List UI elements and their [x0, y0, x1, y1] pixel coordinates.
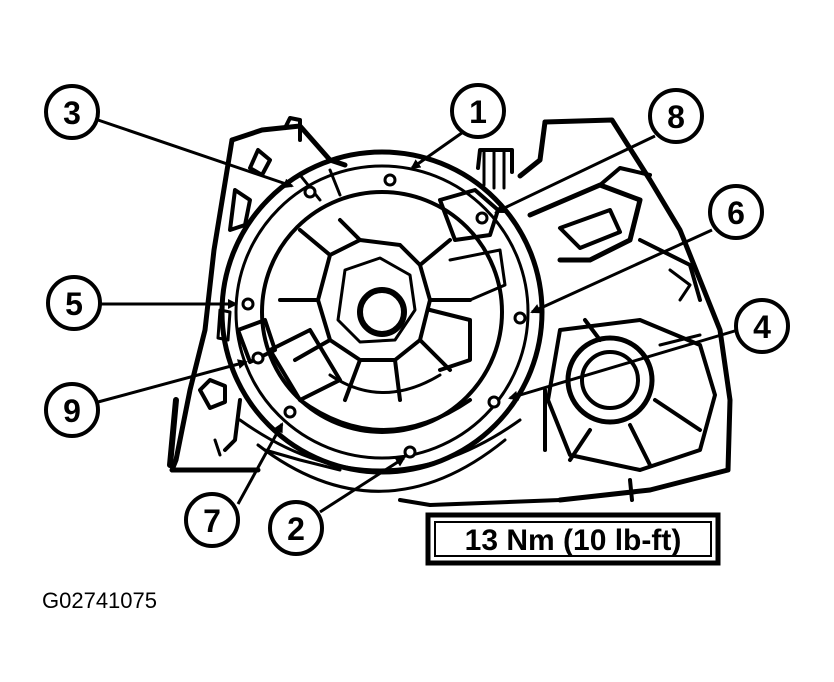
callout-3: 3 — [44, 84, 100, 140]
leader-6 — [530, 228, 713, 314]
callout-7-label: 7 — [203, 503, 221, 539]
callout-7: 7 — [184, 492, 240, 548]
torque-spec-box: 13 Nm (10 lb-ft) — [425, 512, 721, 566]
callout-4-label: 4 — [753, 309, 771, 345]
bolt-6 — [513, 311, 527, 325]
callout-9: 9 — [44, 382, 100, 438]
bolt-5 — [241, 297, 255, 311]
callout-4: 4 — [734, 298, 790, 354]
leader-3 — [97, 118, 294, 189]
leader-4 — [508, 328, 739, 401]
callout-9-label: 9 — [63, 393, 81, 429]
callout-6-label: 6 — [727, 195, 745, 231]
leader-lines — [97, 118, 739, 514]
leader-7 — [236, 422, 284, 505]
callout-2-label: 2 — [287, 511, 305, 547]
leader-9 — [97, 359, 248, 404]
callout-1-label: 1 — [469, 94, 487, 130]
bolt-1 — [383, 173, 397, 187]
leader-8 — [494, 134, 656, 214]
bolt-7 — [283, 405, 297, 419]
transaxle-case-illustration — [167, 116, 733, 507]
callout-6: 6 — [708, 184, 764, 240]
bolt-4 — [487, 395, 501, 409]
callout-3-label: 3 — [63, 95, 81, 131]
callout-5-label: 5 — [65, 286, 83, 322]
bolt-holes — [241, 173, 527, 459]
torque-spec-label: 13 Nm (10 lb-ft) — [465, 524, 682, 557]
bolt-8 — [475, 211, 489, 225]
callouts: 1 8 3 6 5 4 9 7 — [44, 83, 790, 556]
callout-5: 5 — [46, 275, 102, 331]
callout-1: 1 — [450, 83, 506, 139]
bolt-9 — [251, 351, 265, 365]
leader-2 — [319, 456, 406, 514]
callout-2: 2 — [268, 500, 324, 556]
callout-8-label: 8 — [667, 99, 685, 135]
callout-8: 8 — [648, 88, 704, 144]
bolt-2 — [403, 445, 417, 459]
figure-id: G02741075 — [42, 588, 157, 613]
oil-pump-body — [219, 149, 545, 493]
leader-1 — [410, 128, 467, 170]
bolt-3 — [303, 185, 317, 199]
